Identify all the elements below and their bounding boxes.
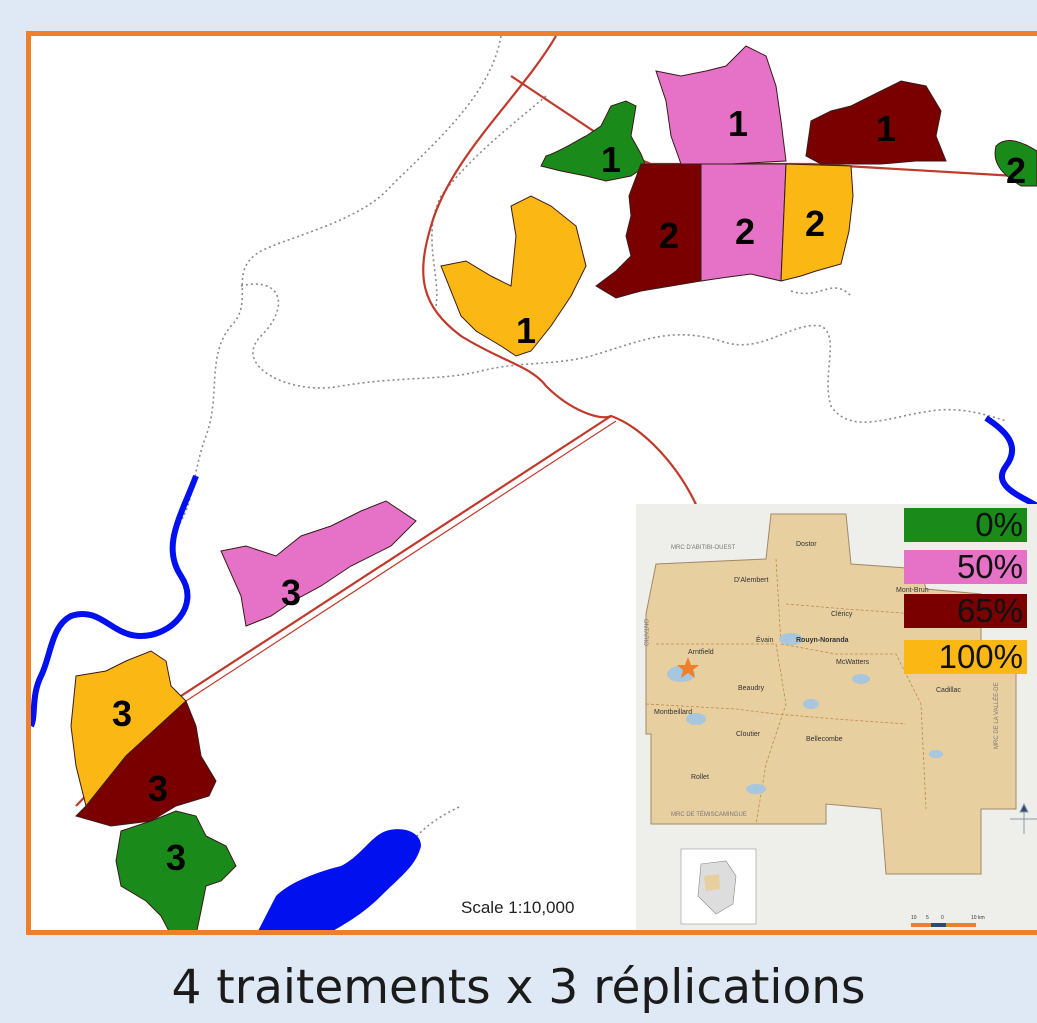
inset-place-dostor: Dostor — [796, 541, 817, 548]
inset-places: Dostor Mont-Brun D'Alembert Cléricy Évai… — [654, 541, 961, 781]
inset-place-arntfield: Arntfield — [688, 649, 714, 656]
plot-label-1-0pct: 1 — [601, 139, 622, 180]
trail-right — [790, 287, 852, 297]
river-east — [984, 415, 1037, 509]
plot-3-0pct — [115, 810, 237, 930]
inset-place-rouyn-noranda: Rouyn-Noranda — [796, 637, 849, 644]
inset-place-cloutier: Cloutier — [736, 731, 761, 738]
plot-1-50pct — [655, 45, 787, 165]
plot-label-2-0pct: 2 — [1006, 150, 1027, 191]
inset-scale-5: 5 — [926, 915, 929, 921]
inset-star — [677, 657, 699, 678]
inset-place-dalembert: D'Alembert — [734, 577, 768, 584]
lake-south — [258, 829, 421, 930]
inset-place-montbeillard: Montbeillard — [654, 709, 692, 716]
inset-region-ontario: ONTARIO — [642, 619, 648, 646]
legend-label-65pct: 65% — [956, 592, 1023, 629]
plot-2-100pct — [780, 163, 854, 282]
inset-dashed-borders — [645, 558, 927, 825]
inset-scale-10a: 10 — [911, 915, 917, 921]
legend-65pct: 65% — [904, 594, 1027, 628]
plot-label-2-100pct: 2 — [805, 203, 826, 244]
inset-place-bellecombe: Bellecombe — [806, 736, 843, 743]
water — [31, 415, 1037, 728]
inset-place-evain: Évain — [756, 635, 774, 644]
map-frame: 1 1 1 1 2 2 2 2 3 3 3 3 Dostor — [26, 31, 1037, 935]
main-map — [31, 36, 1037, 930]
plot-3-50pct — [220, 500, 417, 627]
plot-label-1-65pct: 1 — [876, 108, 897, 149]
legend-50pct: 50% — [904, 550, 1027, 584]
plot-label-3-100pct: 3 — [112, 693, 133, 734]
plot-label-1-50pct: 1 — [728, 103, 749, 144]
plot-3-65pct — [75, 700, 217, 827]
road-north-south — [422, 36, 703, 517]
inset-place-beaudry: Beaudry — [738, 685, 765, 692]
inset-place-mont-brun: Mont-Brun — [896, 587, 929, 594]
inset-scale-10km: 10 km — [971, 915, 985, 921]
plot-label-2-50pct: 2 — [735, 211, 756, 252]
plot-1-0pct — [540, 100, 647, 182]
plot-label-1-100pct: 1 — [516, 310, 537, 351]
plot-3-100pct — [70, 650, 187, 808]
inset-region-abitibi-ouest: MRC D'ABITIBI-OUEST — [671, 545, 735, 551]
caption: 4 traitements x 3 réplications — [171, 960, 866, 1015]
scale-label: Scale 1:10,000 — [461, 898, 575, 917]
inset-region-temiscamingue: MRC DE TÉMISCAMINGUE — [671, 811, 747, 818]
trail-mid — [240, 283, 1007, 423]
plot-1-65pct — [805, 80, 947, 165]
inset-scale-bar: 10 5 0 10 km — [911, 915, 985, 927]
inset-place-rollet: Rollet — [691, 774, 709, 781]
legend-label-50pct: 50% — [956, 548, 1023, 585]
inset-scale-0: 0 — [941, 915, 944, 921]
legend-label-100pct: 100% — [938, 638, 1023, 675]
dotted-trails — [170, 36, 1007, 857]
plot-label-3-65pct: 3 — [148, 768, 169, 809]
plot-label-2-65pct: 2 — [659, 215, 680, 256]
legend-100pct: 100% — [904, 640, 1027, 674]
legend-label-0pct: 0% — [975, 506, 1023, 543]
inset-region-labels: MRC D'ABITIBI-OUEST MRC DE TÉMISCAMINGUE… — [642, 545, 1000, 818]
legend-0pct: 0% — [904, 508, 1027, 542]
trail-upper — [431, 95, 547, 307]
road-southwest-2 — [185, 420, 617, 702]
plot-2-0pct — [994, 140, 1037, 187]
inset-compass-icon — [1010, 802, 1037, 834]
plots — [70, 45, 1037, 930]
plot-1-100pct — [440, 195, 587, 357]
plot-label-3-50pct: 3 — [281, 572, 302, 613]
inset-mini-locator — [680, 848, 757, 925]
inset-region-vallee: MRC DE LA VALLÉE-DE — [993, 682, 1000, 749]
inset-place-clericy: Cléricy — [831, 611, 853, 618]
inset-place-mcwatters: McWatters — [836, 659, 870, 666]
plot-label-3-0pct: 3 — [166, 837, 187, 878]
river-west — [31, 474, 199, 728]
inset-place-cadillac: Cadillac — [936, 687, 961, 694]
plot-2-65pct — [595, 163, 702, 299]
